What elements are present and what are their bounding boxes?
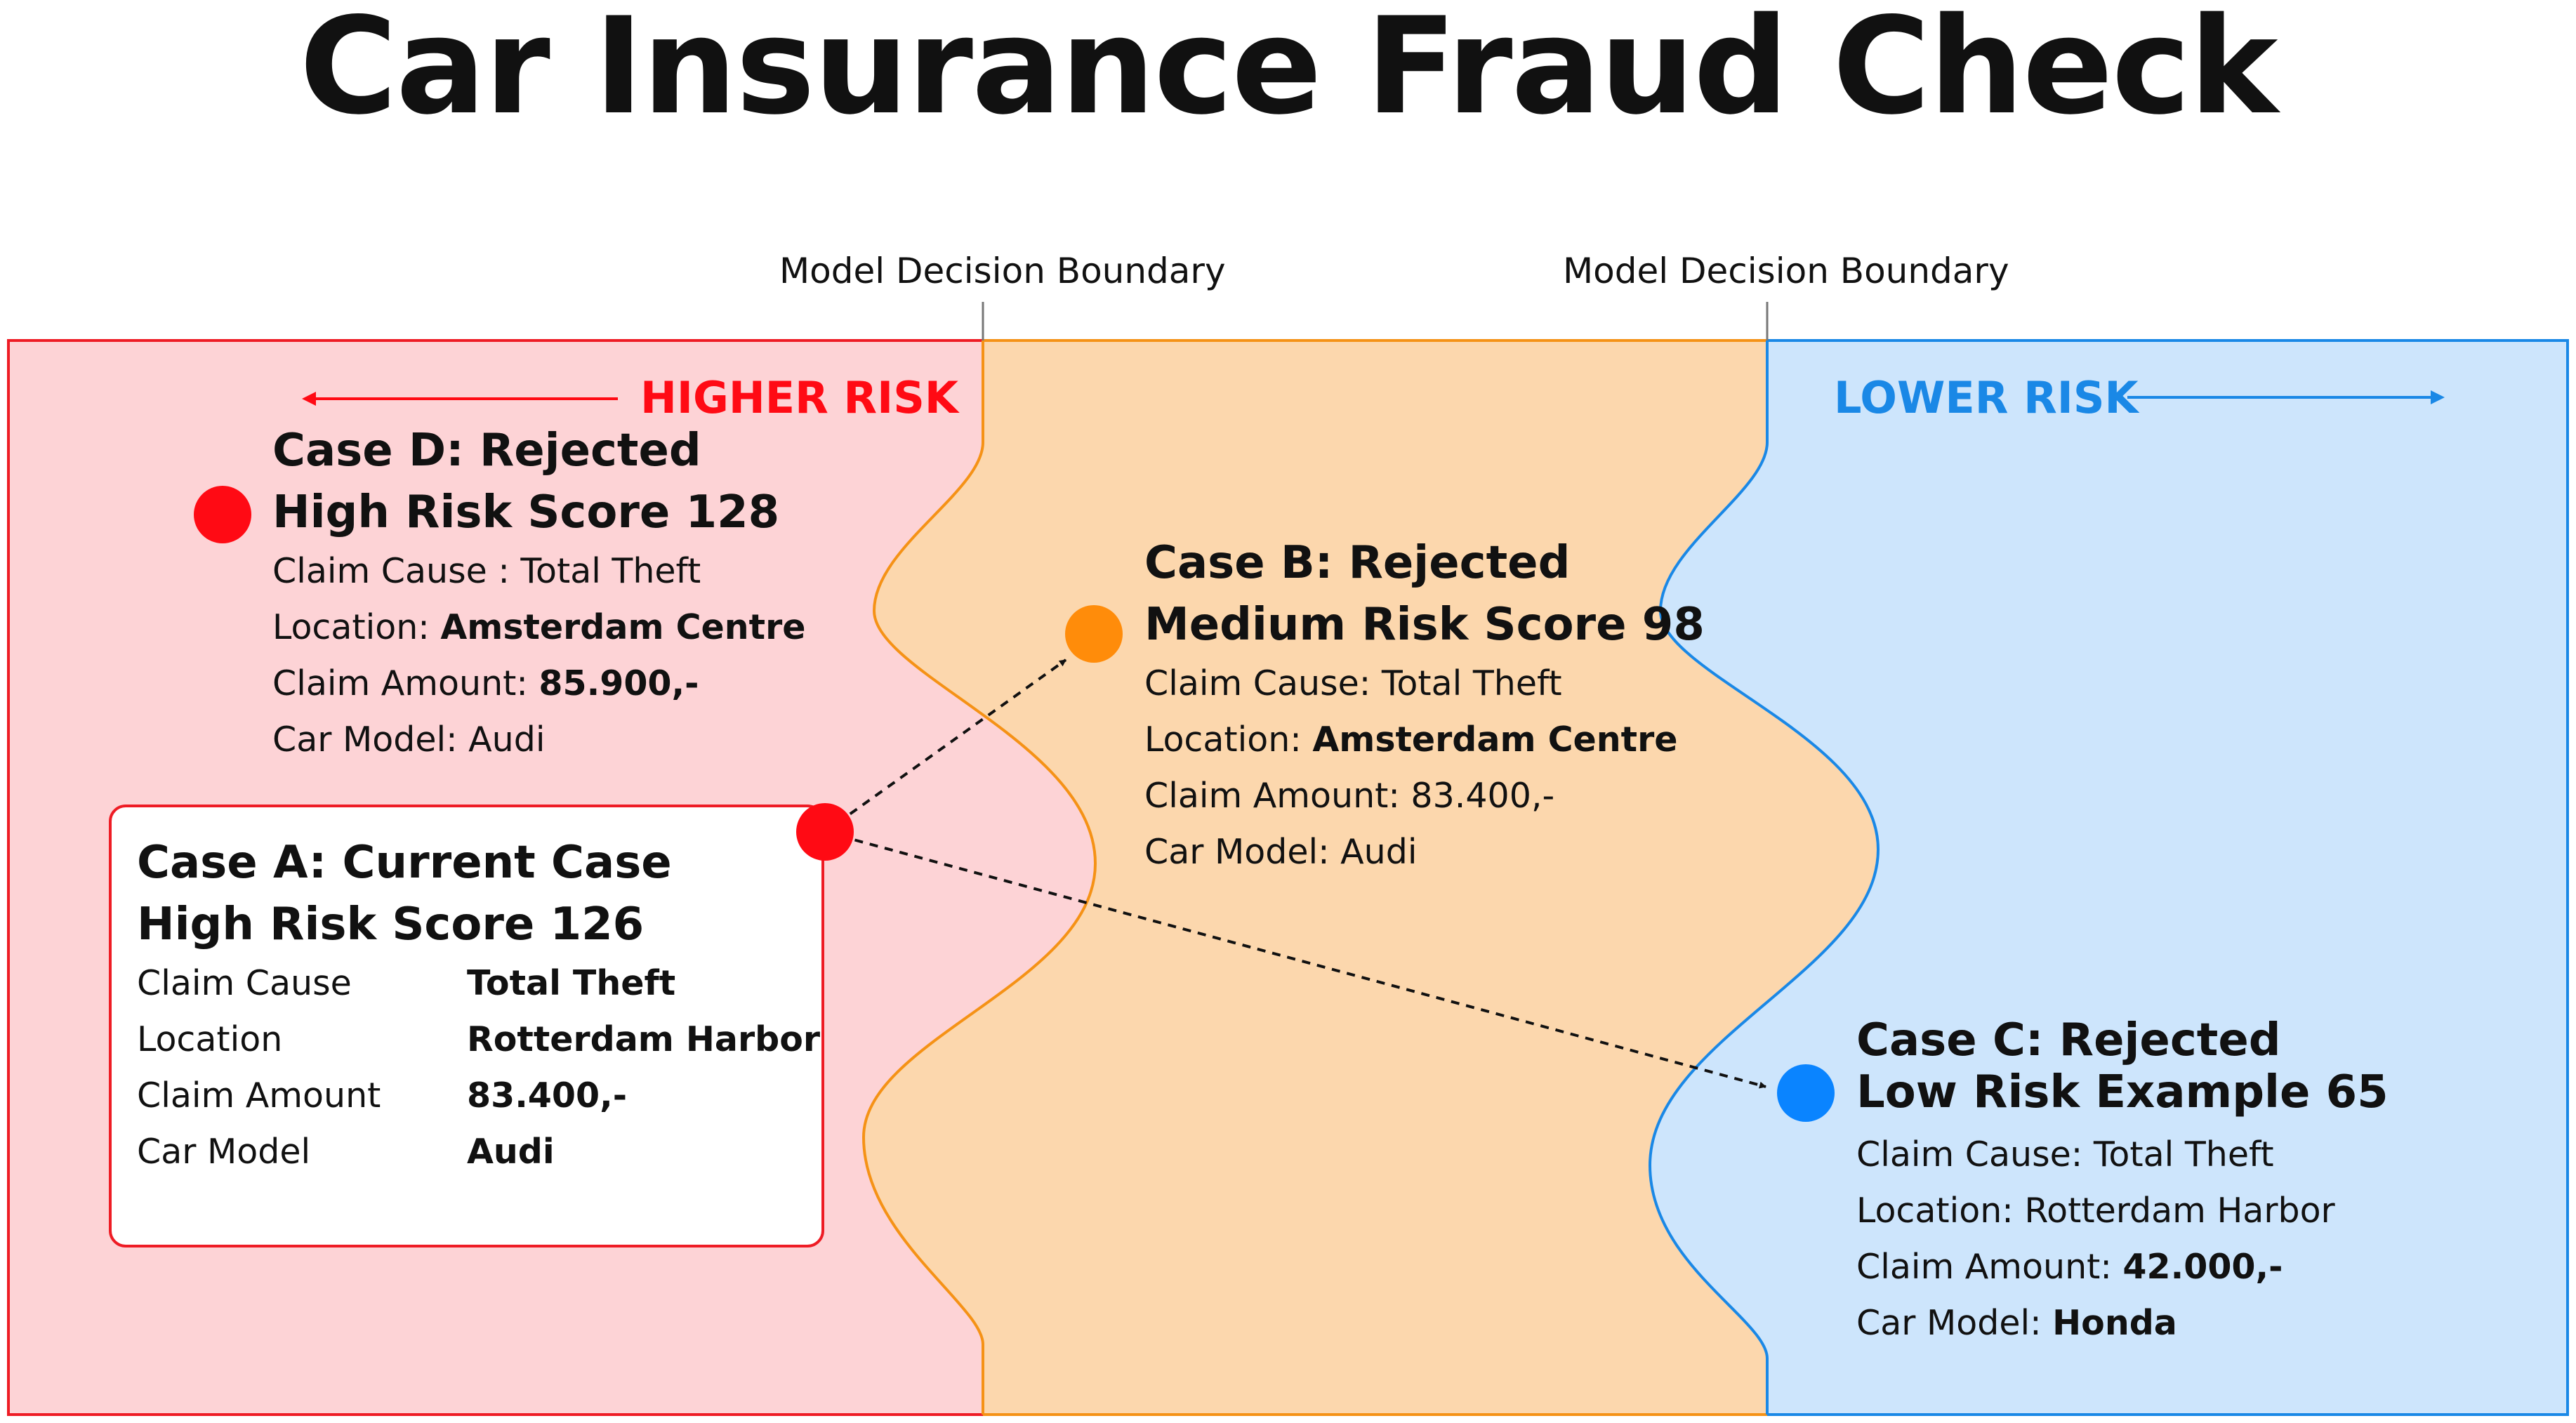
case-a-title: Case A: Current Case [137, 837, 672, 889]
case-c-amount: Claim Amount: 42.000,- [1856, 1247, 2283, 1287]
case-b: Case B: Rejected Medium Risk Score 98 Cl… [1144, 532, 1705, 880]
zone-lower-risk [1650, 340, 2568, 1415]
zone-lower-border [1767, 339, 2569, 1416]
page-title: Car Insurance Fraud Check [299, 0, 2278, 144]
case-d-model: Car Model: Audi [272, 720, 546, 760]
higher-risk-label: HIGHER RISK [640, 372, 958, 423]
case-a-row: Location Rotterdam Harbor [137, 1019, 821, 1059]
case-b-dot [1065, 605, 1123, 663]
case-b-score: Medium Risk Score 98 [1144, 599, 1705, 651]
case-b-title: Case B: Rejected [1144, 537, 1571, 589]
zone-higher-border [7, 339, 983, 1416]
case-d-location: Location: Amsterdam Centre [272, 607, 806, 647]
case-c-cause: Claim Cause: Total Theft [1856, 1134, 2274, 1174]
case-d-score: High Risk Score 128 [272, 487, 780, 538]
case-a-dot [796, 803, 854, 861]
case-a-row: Claim Amount 83.400,- [137, 1075, 628, 1116]
case-d: Case D: Rejected High Risk Score 128 Cla… [272, 420, 805, 768]
lower-risk-arrow [2127, 390, 2445, 404]
zone-medium-risk [864, 340, 1878, 1415]
case-a-row: Claim Cause Total Theft [137, 963, 676, 1003]
case-b-amount: Claim Amount: 83.400,- [1144, 776, 1555, 816]
case-a: Case A: Current Case High Risk Score 126… [137, 832, 821, 1180]
arrow-a-to-c [824, 830, 1766, 1089]
case-c: Case C: Rejected Low Risk Example 65 Cla… [1856, 1014, 2389, 1351]
case-d-title: Case D: Rejected [272, 425, 701, 477]
decision-boundary-right [1648, 340, 1880, 1415]
case-d-amount: Claim Amount: 85.900,- [272, 663, 699, 703]
lower-risk-label: LOWER RISK [1834, 372, 2139, 423]
case-b-cause: Claim Cause: Total Theft [1144, 663, 1562, 703]
decision-boundary-label-left: Model Decision Boundary [779, 251, 1226, 291]
decision-boundary-left [861, 340, 1097, 1415]
case-c-title: Case C: Rejected [1856, 1014, 2281, 1066]
case-a-score: High Risk Score 126 [137, 899, 645, 951]
case-a-card [109, 805, 824, 1247]
arrow-a-to-b [824, 658, 1067, 833]
case-c-model: Car Model: Honda [1856, 1303, 2177, 1343]
case-a-row: Car Model Audi [137, 1132, 555, 1172]
case-b-location: Location: Amsterdam Centre [1144, 720, 1678, 760]
case-c-location: Location: Rotterdam Harbor [1856, 1191, 2335, 1231]
decision-boundary-label-right: Model Decision Boundary [1563, 251, 2009, 291]
case-c-dot [1777, 1064, 1835, 1122]
case-d-cause: Claim Cause : Total Theft [272, 551, 701, 591]
case-c-score: Low Risk Example 65 [1856, 1066, 2389, 1118]
zone-medium-border [983, 339, 1767, 1416]
case-d-dot [194, 486, 251, 543]
case-a-details: Claim Cause Total Theft Location Rotterd… [137, 955, 821, 1180]
case-b-model: Car Model: Audi [1144, 832, 1418, 872]
higher-risk-arrow [302, 392, 618, 406]
